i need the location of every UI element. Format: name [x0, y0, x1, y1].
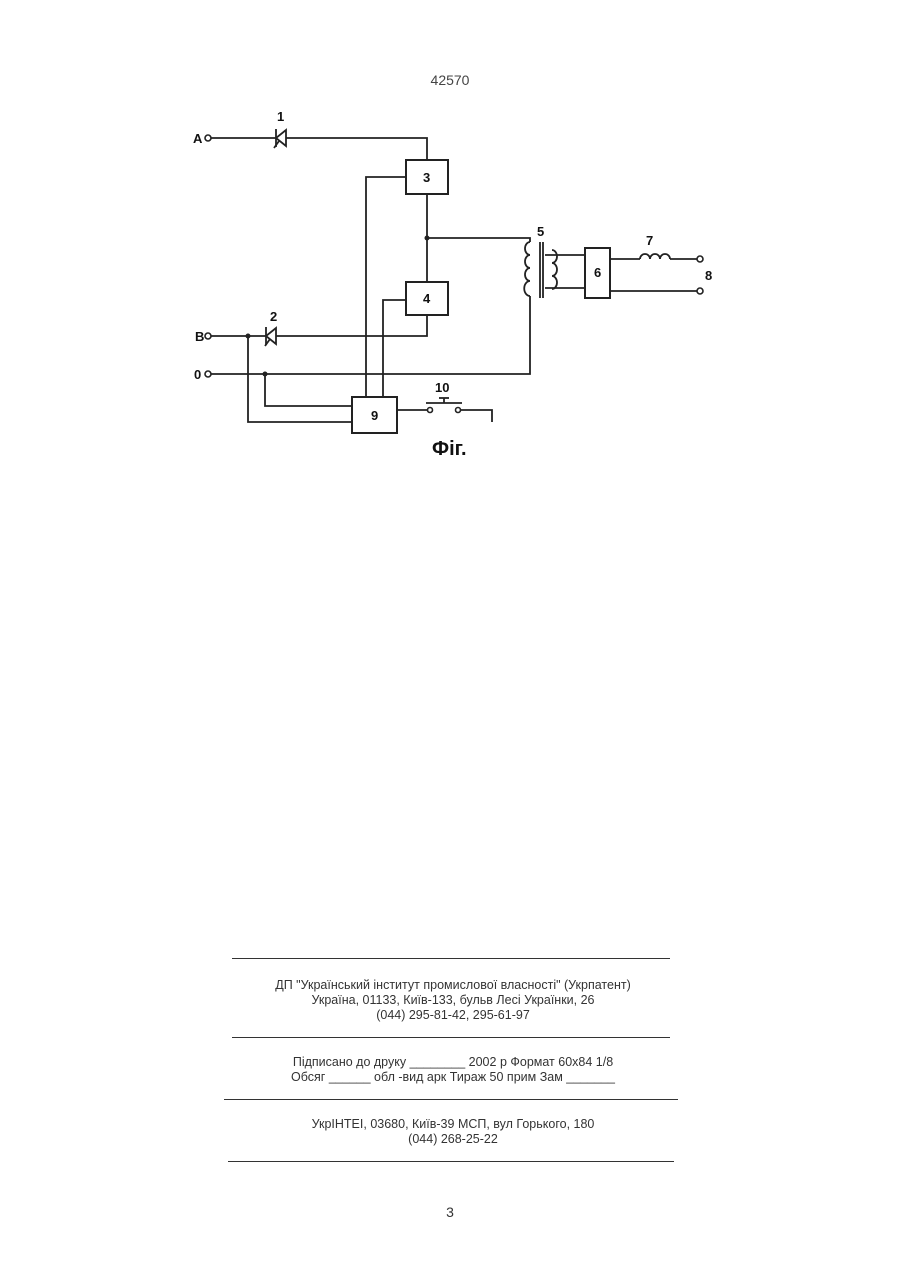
label-1: 1: [277, 109, 284, 124]
junction-dot: [246, 334, 251, 339]
terminal-zero: [205, 371, 211, 377]
junction-dot: [263, 372, 268, 377]
terminal-zero-label: 0: [194, 367, 201, 382]
printing-house-phone: (044) 268-25-22: [228, 1132, 678, 1147]
publisher-block: ДП "Український інститут промислової вла…: [228, 978, 678, 1023]
page-number: 3: [0, 1204, 900, 1220]
label-6: 6: [594, 265, 601, 280]
push-button-10: [426, 398, 462, 413]
publisher-name: ДП "Український інститут промислової вла…: [228, 978, 678, 993]
wire-junction-5: [427, 238, 530, 242]
print-details-block: Підписано до друку ________ 2002 р Форма…: [228, 1055, 678, 1085]
printing-house-block: УкрІНТЕІ, 03680, Київ-39 МСП, вул Горько…: [228, 1117, 678, 1147]
wire-a: [211, 138, 427, 160]
diode-2: [265, 327, 276, 346]
transformer-5: [524, 242, 557, 298]
wire-10-out: [460, 410, 492, 422]
terminal-b-label: B: [195, 329, 204, 344]
wiring: [211, 138, 697, 422]
output-terminal-top: [697, 256, 703, 262]
divider: [228, 1161, 674, 1162]
divider: [232, 958, 670, 959]
inductor-7: [640, 254, 670, 259]
label-7: 7: [646, 233, 653, 248]
terminal-b: [205, 333, 211, 339]
circuit-schematic: A B 0 1 2 3 4 5 6 7 8 9 10 Фіг.: [0, 0, 900, 500]
terminal-a-label: A: [193, 131, 203, 146]
publisher-phone: (044) 295-81-42, 295-61-97: [228, 1008, 678, 1023]
wire-zero-to-9: [265, 374, 352, 406]
label-8: 8: [705, 268, 712, 283]
figure-caption: Фіг.: [432, 438, 467, 460]
wire-b-to-9: [248, 336, 352, 422]
divider: [232, 1037, 670, 1038]
divider: [224, 1099, 678, 1100]
output-terminal-bottom: [697, 288, 703, 294]
terminal-a: [205, 135, 211, 141]
wire-b: [211, 315, 427, 336]
label-9: 9: [371, 408, 378, 423]
printing-house-address: УкрІНТЕІ, 03680, Київ-39 МСП, вул Горько…: [228, 1117, 678, 1132]
label-5: 5: [537, 224, 544, 239]
label-10: 10: [435, 380, 449, 395]
diode-1: [274, 129, 286, 148]
print-volume-line: Обсяг ______ обл -вид арк Тираж 50 прим …: [228, 1070, 678, 1085]
print-signed-line: Підписано до друку ________ 2002 р Форма…: [228, 1055, 678, 1070]
wire-9-to-4: [383, 300, 406, 397]
label-4: 4: [423, 291, 431, 306]
junction-dot: [425, 236, 430, 241]
wire-9-to-3: [366, 177, 406, 397]
label-2: 2: [270, 309, 277, 324]
wire-zero: [211, 296, 530, 374]
publisher-address: Україна, 01133, Київ-133, бульв Лесі Укр…: [228, 993, 678, 1008]
label-3: 3: [423, 170, 430, 185]
